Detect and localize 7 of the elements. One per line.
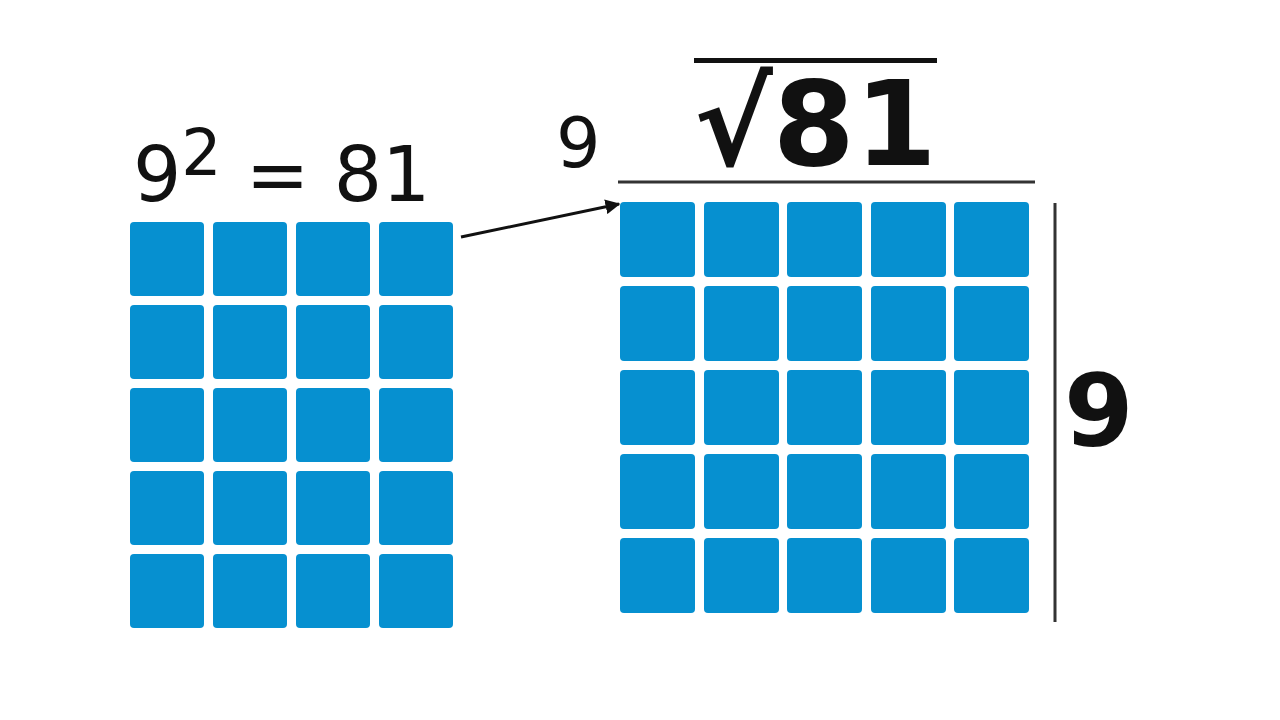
equation-text: 9$^{2}$ = 81 <box>133 122 431 214</box>
side-length-text: 9 <box>556 108 601 178</box>
square-root-text: √81 <box>694 58 937 183</box>
square-grid <box>620 202 1029 613</box>
side-length-text: 9 <box>1064 362 1134 462</box>
square-grid <box>130 222 453 628</box>
arrow <box>460 199 621 239</box>
